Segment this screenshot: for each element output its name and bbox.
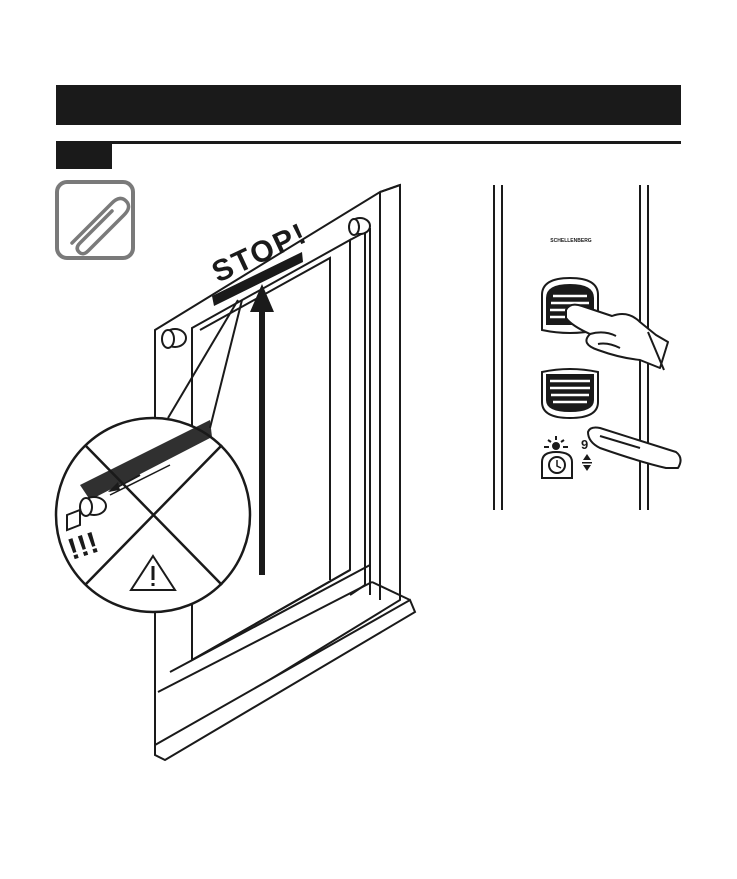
stop-buffer-right (349, 218, 370, 235)
brand-label: SCHELLENBERG (550, 238, 592, 244)
timer-digit: 9 (581, 437, 588, 452)
pressing-hand (566, 305, 668, 370)
paperclip-icon (57, 182, 133, 258)
stylus-tool (588, 428, 681, 469)
timer-indicator (544, 436, 568, 449)
detail-circle: !!! (56, 418, 250, 612)
stop-buffer-left (162, 329, 186, 348)
down-button[interactable] (542, 369, 598, 418)
up-down-arrows-icon (582, 454, 592, 471)
clock-icon[interactable] (542, 452, 572, 478)
